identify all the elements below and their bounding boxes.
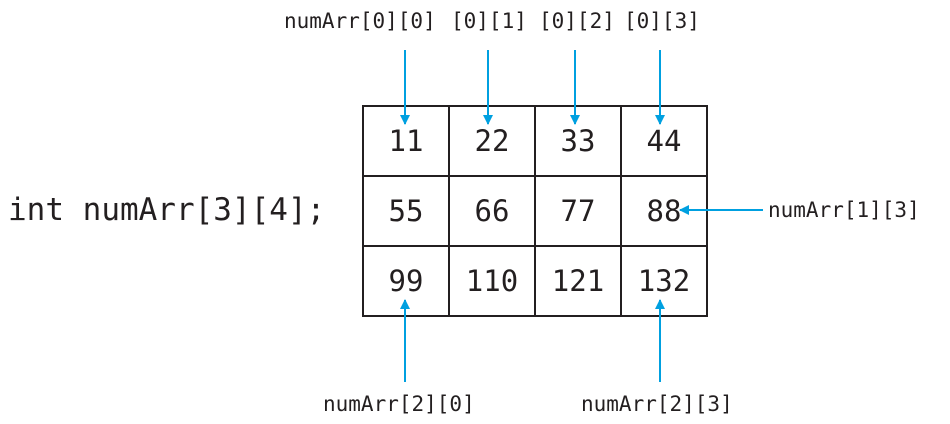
array-cell-2-2: 121 xyxy=(534,245,622,317)
array-cell-1-0: 55 xyxy=(362,175,450,247)
array-cell-0-1: 22 xyxy=(448,105,536,177)
array-row-0: 11 22 33 44 xyxy=(362,105,708,177)
label-element-0-1: [0][1] xyxy=(451,9,527,33)
array-row-2: 99 110 121 132 xyxy=(362,245,708,317)
array-cell-0-0: 11 xyxy=(362,105,450,177)
label-element-2-0: numArr[2][0] xyxy=(323,392,475,416)
array-cell-1-1: 66 xyxy=(448,175,536,247)
label-element-0-2: [0][2] xyxy=(539,9,615,33)
label-element-2-3: numArr[2][3] xyxy=(581,392,733,416)
label-element-0-3: [0][3] xyxy=(624,9,700,33)
array-cell-2-1: 110 xyxy=(448,245,536,317)
array-declaration: int numArr[3][4]; xyxy=(8,192,326,228)
array-cell-2-3: 132 xyxy=(620,245,708,317)
label-element-0-0: numArr[0][0] xyxy=(284,9,436,33)
array-cell-0-2: 33 xyxy=(534,105,622,177)
array-cell-0-3: 44 xyxy=(620,105,708,177)
label-element-1-3: numArr[1][3] xyxy=(768,198,920,222)
array-row-1: 55 66 77 88 xyxy=(362,175,708,247)
array-cell-1-2: 77 xyxy=(534,175,622,247)
